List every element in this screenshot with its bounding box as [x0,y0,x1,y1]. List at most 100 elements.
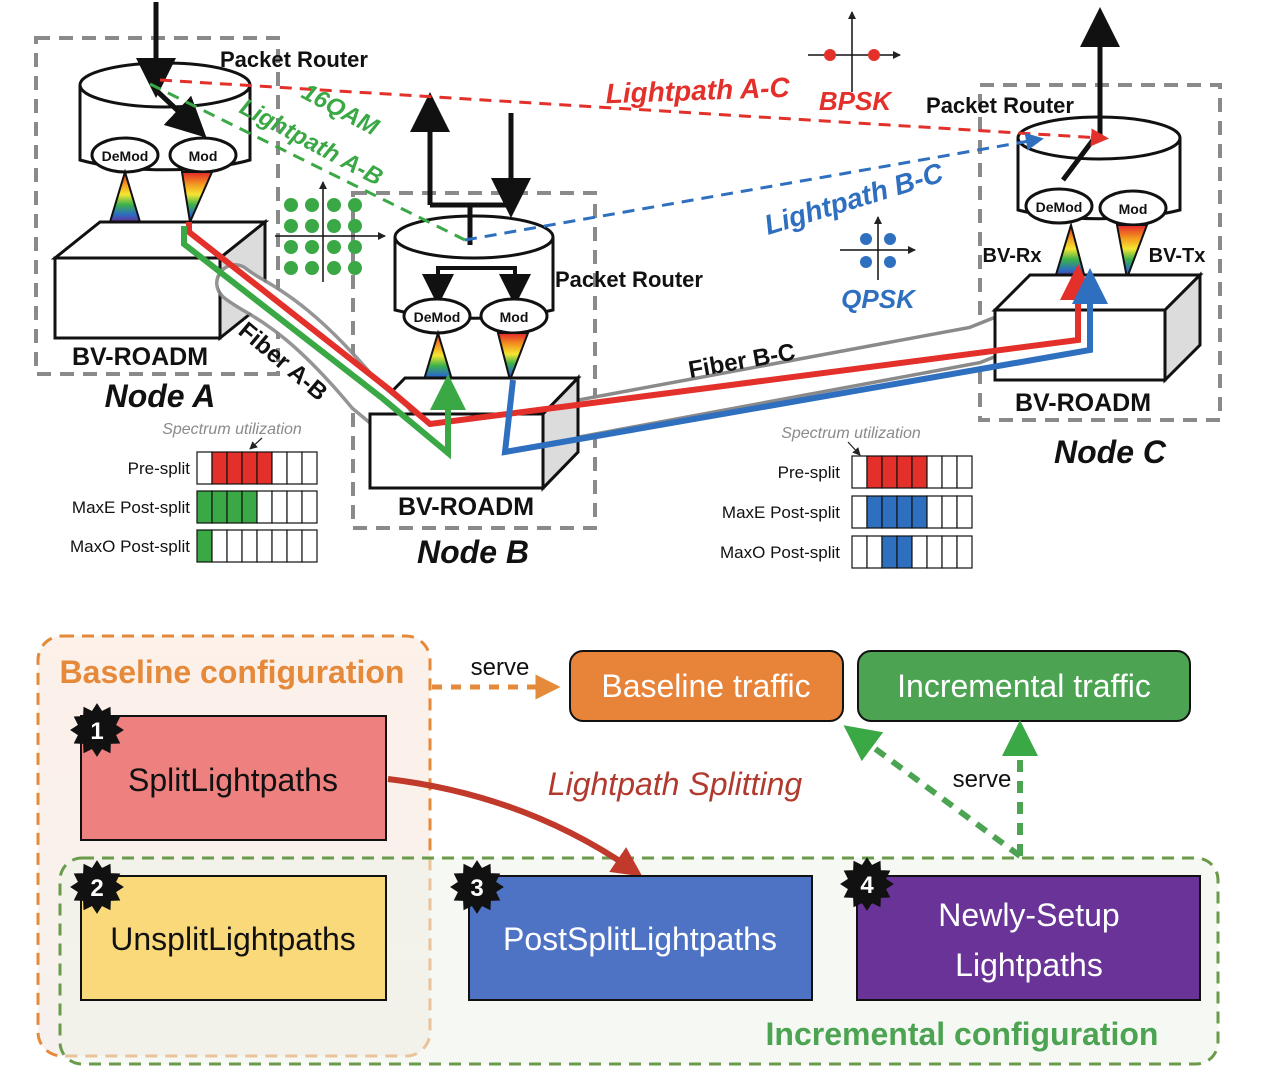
node-c-demod-label: DeMod [1036,199,1083,215]
spectrum-slot [226,529,243,563]
node-a-internal-arrow [156,90,207,138]
badge-2: 2 [70,860,124,914]
qam16-point [327,198,341,212]
spectrum-slot [256,490,273,524]
spectrum-slot [286,451,303,485]
incremental-traffic-label: Incremental traffic [897,668,1151,704]
qam16-point [284,219,298,233]
node-c-internal-arrow [1061,138,1095,182]
spectrum-left-pointer [249,437,263,450]
node-b-mod-label: Mod [500,309,529,325]
qpsk-constellation [840,216,916,280]
serve-right-label: serve [953,766,1012,793]
node-b-dashed-box [351,191,597,530]
node-a-roadm-box [50,218,270,342]
spectrum-slot [241,529,258,563]
lightpath-splitting-label: Lightpath Splitting [548,766,803,802]
spectrum-right-title: Spectrum utilization [781,425,921,442]
qam16-point [348,198,362,212]
spectrum-row-label: MaxE Post-split [722,503,840,522]
node-a-demod-label: DeMod [102,148,149,164]
spectrum-slot [196,529,213,563]
node-a-rx-cone [108,168,142,223]
incremental-config-label: Incremental configuration [766,1016,1159,1052]
signal-blue [501,282,1093,456]
node-a-router-label: Packet Router [220,47,368,72]
fiber-b-c-inner [543,318,1017,439]
spectrum-slot [301,451,318,485]
spectrum-slot [241,490,258,524]
qam16-point [348,240,362,254]
unsplit-lightpaths-box [80,875,387,1001]
baseline-traffic-label: Baseline traffic [601,668,810,704]
spectrum-slot [911,455,928,489]
qam16-point [305,219,319,233]
spectrum-slot [866,535,883,569]
qpsk-label: QPSK [841,284,917,314]
split-lightpaths-label: SplitLightpaths [128,762,338,798]
spectrum-row-label: MaxE Post-split [72,498,190,517]
spectrum-right-pointer [847,441,861,456]
node-c-rx-label: BV-Rx [983,245,1042,267]
qam16-constellation [275,181,386,282]
node-b-demod-label: DeMod [414,309,461,325]
signal-green [181,226,451,460]
spectrum-slot [196,451,213,485]
badge-3: 3 [450,860,504,914]
qam16-point [327,240,341,254]
qam16-point [348,261,362,275]
qam16-points [284,198,362,275]
node-a-tx-cone [180,171,214,226]
spectrum-slot [241,451,258,485]
node-b-tx-cone [496,332,530,384]
badge-1: 1 [70,703,124,757]
spectrum-slot [256,529,273,563]
spectrum-slot [896,535,913,569]
spectrum-slot [911,495,928,529]
spectrum-slot [941,455,958,489]
spectrum-slot [911,535,928,569]
qam16-point [305,240,319,254]
spectrum-slot [286,490,303,524]
node-c-tx-label: BV-Tx [1149,245,1206,267]
spectrum-slot [301,529,318,563]
spectrum-slot [881,495,898,529]
lightpath-a-c-label: Lightpath A-C [605,72,791,109]
spectrum-slot [196,490,213,524]
badge-3-number: 3 [470,875,483,902]
bpsk-label: BPSK [819,86,893,116]
badge-4: 4 [840,857,894,911]
node-a-label: Node A [105,378,216,414]
spectrum-slot [956,535,973,569]
spectrum-slot [851,495,868,529]
node-c-router-label: Packet Router [926,93,1074,118]
spectrum-slot [881,455,898,489]
badge-4-number: 4 [860,872,874,899]
serve-top-label: serve [471,654,530,681]
lightpath-b-c-label: Lightpath B-C [761,157,948,241]
node-c-roadm-label: BV-ROADM [1015,389,1151,417]
spectrum-slot [926,535,943,569]
badge-1-number: 1 [90,718,103,745]
spectrum-slot [881,535,898,569]
node-b-router-label: Packet Router [555,267,703,292]
lightpath-a-c-line [159,78,1109,147]
spectrum-slot [271,451,288,485]
spectrum-slot [941,495,958,529]
signal-red [186,222,1081,428]
spectrum-slot [226,490,243,524]
spectrum-slot [896,495,913,529]
spectrum-slot [286,529,303,563]
spectrum-slot [211,529,228,563]
postsplit-lightpaths-label: PostSplitLightpaths [503,921,777,957]
node-c-rx-cone [1053,221,1087,279]
baseline-config-label: Baseline configuration [60,654,405,690]
postsplit-lightpaths-box [468,875,813,1001]
spectrum-slot [301,490,318,524]
spectrum-slot [211,490,228,524]
spectrum-row-label: MaxO Post-split [720,543,840,562]
spectrum-slot [271,529,288,563]
lightpath-b-c-line [464,132,1044,242]
